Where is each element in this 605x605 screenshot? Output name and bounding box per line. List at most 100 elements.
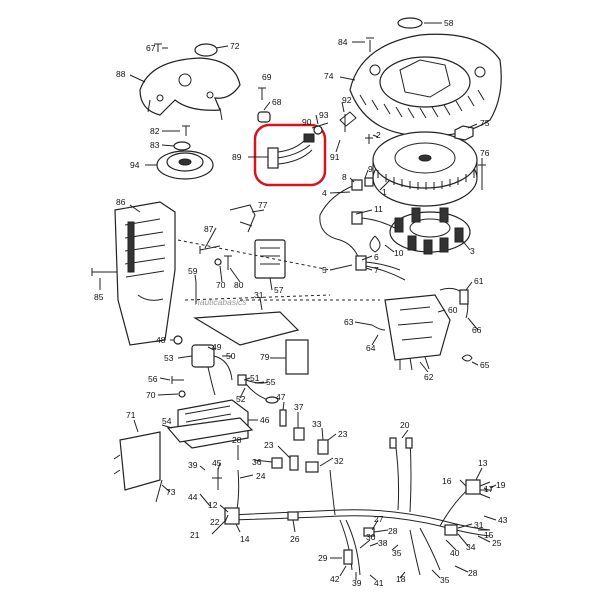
screw-2-part bbox=[365, 134, 373, 144]
callout-61: 61 bbox=[474, 276, 484, 286]
mounting-plate-part bbox=[193, 311, 309, 375]
callout-77: 77 bbox=[258, 200, 268, 210]
callout-13: 13 bbox=[478, 458, 488, 468]
callout-17: 17 bbox=[484, 484, 494, 494]
callout-30: 30 bbox=[366, 532, 376, 542]
callout-37: 37 bbox=[294, 402, 304, 412]
callout-27: 27 bbox=[374, 514, 384, 524]
callout-48: 48 bbox=[156, 335, 166, 345]
callout-35b: 35 bbox=[440, 575, 450, 585]
callout-72: 72 bbox=[230, 41, 240, 51]
callout-74: 74 bbox=[324, 71, 334, 81]
callout-39b: 39 bbox=[352, 578, 362, 588]
callout-79: 79 bbox=[260, 352, 270, 362]
connector-set-part bbox=[271, 427, 329, 473]
callout-labels: 58 67 72 84 88 74 69 68 92 93 75 82 90 2… bbox=[94, 18, 508, 588]
callout-60: 60 bbox=[448, 305, 458, 315]
callout-88: 88 bbox=[116, 69, 126, 79]
callout-29: 29 bbox=[318, 553, 328, 563]
washer-70-part bbox=[214, 258, 222, 266]
callout-84: 84 bbox=[338, 37, 348, 47]
callout-42: 42 bbox=[330, 574, 340, 584]
callout-52: 52 bbox=[236, 394, 246, 404]
module-57-part bbox=[254, 239, 286, 279]
callout-86: 86 bbox=[116, 197, 126, 207]
callout-15: 15 bbox=[484, 530, 494, 540]
callout-20: 20 bbox=[400, 420, 410, 430]
nut-75-part bbox=[454, 125, 474, 141]
callout-43: 43 bbox=[498, 515, 508, 525]
callout-83: 83 bbox=[150, 140, 160, 150]
callout-18: 18 bbox=[396, 574, 406, 584]
callout-11: 11 bbox=[374, 204, 383, 214]
callout-82: 82 bbox=[150, 126, 160, 136]
watermark: nauticabasics bbox=[195, 297, 247, 307]
callout-46: 46 bbox=[260, 415, 270, 425]
callout-41: 41 bbox=[374, 578, 384, 588]
callout-23b: 23 bbox=[264, 440, 274, 450]
callout-75: 75 bbox=[480, 118, 490, 128]
callout-16: 16 bbox=[442, 476, 452, 486]
callout-35: 35 bbox=[392, 548, 402, 558]
screw-80-part bbox=[224, 255, 232, 270]
callout-28b: 28 bbox=[388, 526, 398, 536]
callout-49: 49 bbox=[212, 342, 222, 352]
callout-63: 63 bbox=[344, 317, 354, 327]
callout-89: 89 bbox=[232, 152, 242, 162]
flywheel-part bbox=[372, 131, 478, 207]
bracket-71-part bbox=[113, 431, 161, 491]
callout-28c: 28 bbox=[468, 568, 478, 578]
callout-73: 73 bbox=[166, 487, 176, 497]
callout-44: 44 bbox=[188, 492, 198, 502]
callout-76: 76 bbox=[480, 148, 490, 158]
callout-28a: 28 bbox=[232, 435, 242, 445]
stator-part bbox=[389, 207, 471, 255]
callout-26: 26 bbox=[290, 534, 300, 544]
clip-68-part bbox=[257, 111, 271, 123]
bracket-77-part bbox=[229, 204, 256, 233]
bracket-92-part bbox=[339, 111, 357, 132]
washer-83-part bbox=[173, 141, 191, 151]
callout-65: 65 bbox=[480, 360, 490, 370]
callout-23a: 23 bbox=[338, 429, 348, 439]
rotor-94-part bbox=[156, 150, 214, 180]
power-pack-part bbox=[114, 201, 176, 346]
callout-50: 50 bbox=[226, 351, 236, 361]
callout-58: 58 bbox=[444, 18, 454, 28]
callout-25: 25 bbox=[492, 538, 502, 548]
callout-9: 9 bbox=[368, 164, 373, 174]
callout-68: 68 bbox=[272, 97, 282, 107]
callout-67: 67 bbox=[146, 43, 156, 53]
callout-91: 91 bbox=[330, 152, 340, 162]
callout-34: 34 bbox=[466, 542, 476, 552]
callout-8: 8 bbox=[342, 172, 347, 182]
callout-19: 19 bbox=[496, 480, 506, 490]
callout-14: 14 bbox=[240, 534, 250, 544]
callout-59: 59 bbox=[188, 266, 198, 276]
callout-80: 80 bbox=[234, 280, 244, 290]
callout-12: 12 bbox=[208, 500, 218, 510]
callout-36: 36 bbox=[252, 457, 262, 467]
callout-24: 24 bbox=[256, 471, 266, 481]
callout-2: 2 bbox=[376, 130, 381, 140]
timer-base-part bbox=[139, 57, 241, 121]
callout-7: 7 bbox=[374, 265, 379, 275]
callout-54: 54 bbox=[162, 416, 172, 426]
flywheel-cover-part bbox=[349, 33, 502, 137]
callout-32: 32 bbox=[334, 456, 344, 466]
screw-84-part bbox=[366, 37, 374, 52]
callout-4: 4 bbox=[322, 188, 327, 198]
connector-89-part bbox=[267, 133, 315, 169]
rectifier-part bbox=[171, 335, 279, 404]
callout-94: 94 bbox=[130, 160, 140, 170]
callout-33: 33 bbox=[312, 419, 322, 429]
callout-66: 66 bbox=[472, 325, 482, 335]
callout-5: 5 bbox=[322, 265, 327, 275]
stator-harness-part bbox=[319, 177, 406, 281]
leader-lines bbox=[99, 22, 497, 581]
callout-31: 31 bbox=[254, 290, 264, 300]
callout-56: 56 bbox=[148, 374, 158, 384]
callout-70b: 70 bbox=[146, 390, 156, 400]
callout-71: 71 bbox=[126, 410, 136, 420]
